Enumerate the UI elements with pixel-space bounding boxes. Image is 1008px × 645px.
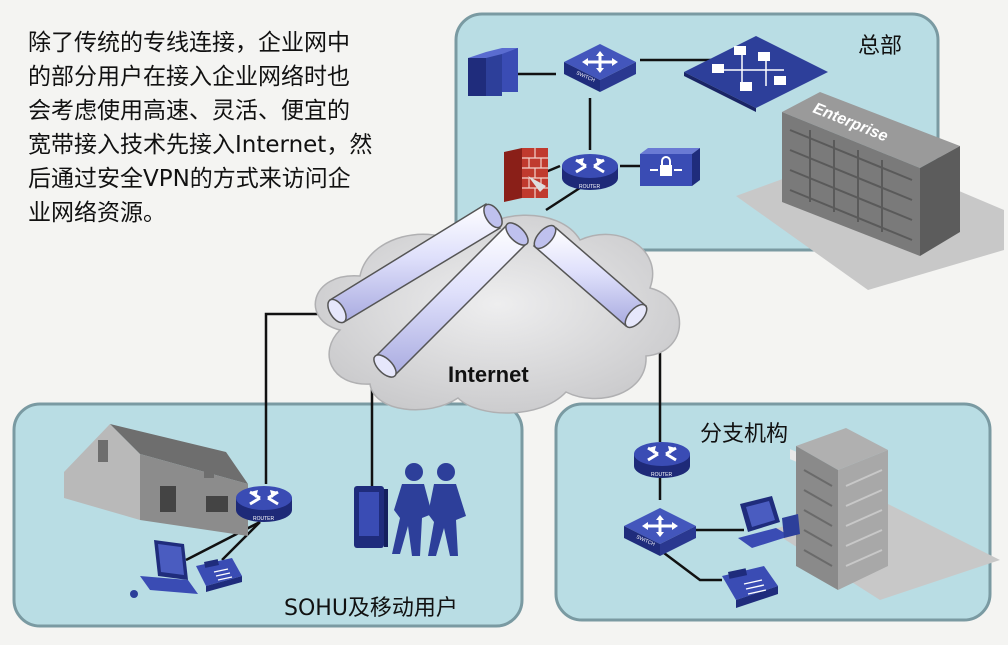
soho-label: SOHU及移动用户	[284, 596, 458, 621]
building-icon: Enterprise	[736, 92, 1004, 464]
hq-router-icon: ROUTER	[560, 152, 620, 192]
intro-paragraph: 除了传统的专线连接，企业网中 的部分用户在接入企业网络时也 会考虑使用高速、灵活…	[28, 26, 428, 230]
intro-line: 后通过安全VPN的方式来访问企	[28, 166, 351, 192]
internet-label: Internet	[448, 362, 529, 387]
workstation-icon	[738, 496, 800, 548]
server-icon	[468, 48, 518, 96]
intro-line: 除了传统的专线连接，企业网中	[28, 30, 350, 56]
intro-line: 宽带接入技术先接入Internet，然	[28, 132, 373, 158]
lan-icon	[684, 36, 828, 112]
vpn-tunnel-mobile	[373, 222, 529, 378]
vpn-lock-icon	[640, 148, 700, 186]
branch-switch-icon: SWITCH	[622, 506, 698, 558]
vpn-tunnels	[327, 202, 648, 378]
router-label: ROUTER	[651, 472, 673, 478]
router-label: ROUTER	[579, 184, 601, 190]
branch-phone-icon	[722, 566, 778, 608]
mobile-users-icon	[392, 463, 466, 556]
branch-label: 分支机构	[700, 422, 789, 447]
branch-router-icon: ROUTER	[632, 440, 692, 480]
soho-router-icon: ROUTER	[234, 484, 294, 524]
hq-label: 总部	[858, 34, 903, 59]
firewall-icon	[504, 148, 548, 202]
pda-icon	[354, 486, 388, 548]
vpn-tunnel-branch	[532, 224, 648, 329]
router-label: ROUTER	[253, 516, 275, 522]
intro-line: 业网络资源。	[28, 200, 166, 226]
laptop-icon	[130, 540, 198, 598]
office-tower-icon	[770, 428, 1000, 600]
intro-line: 的部分用户在接入企业网络时也	[28, 64, 350, 90]
house-icon	[64, 424, 248, 536]
intro-line: 会考虑使用高速、灵活、便宜的	[28, 98, 350, 124]
hq-switch-icon: SWITCH	[562, 42, 638, 94]
phone-icon	[196, 558, 242, 592]
vpn-tunnel-soho	[327, 202, 503, 324]
